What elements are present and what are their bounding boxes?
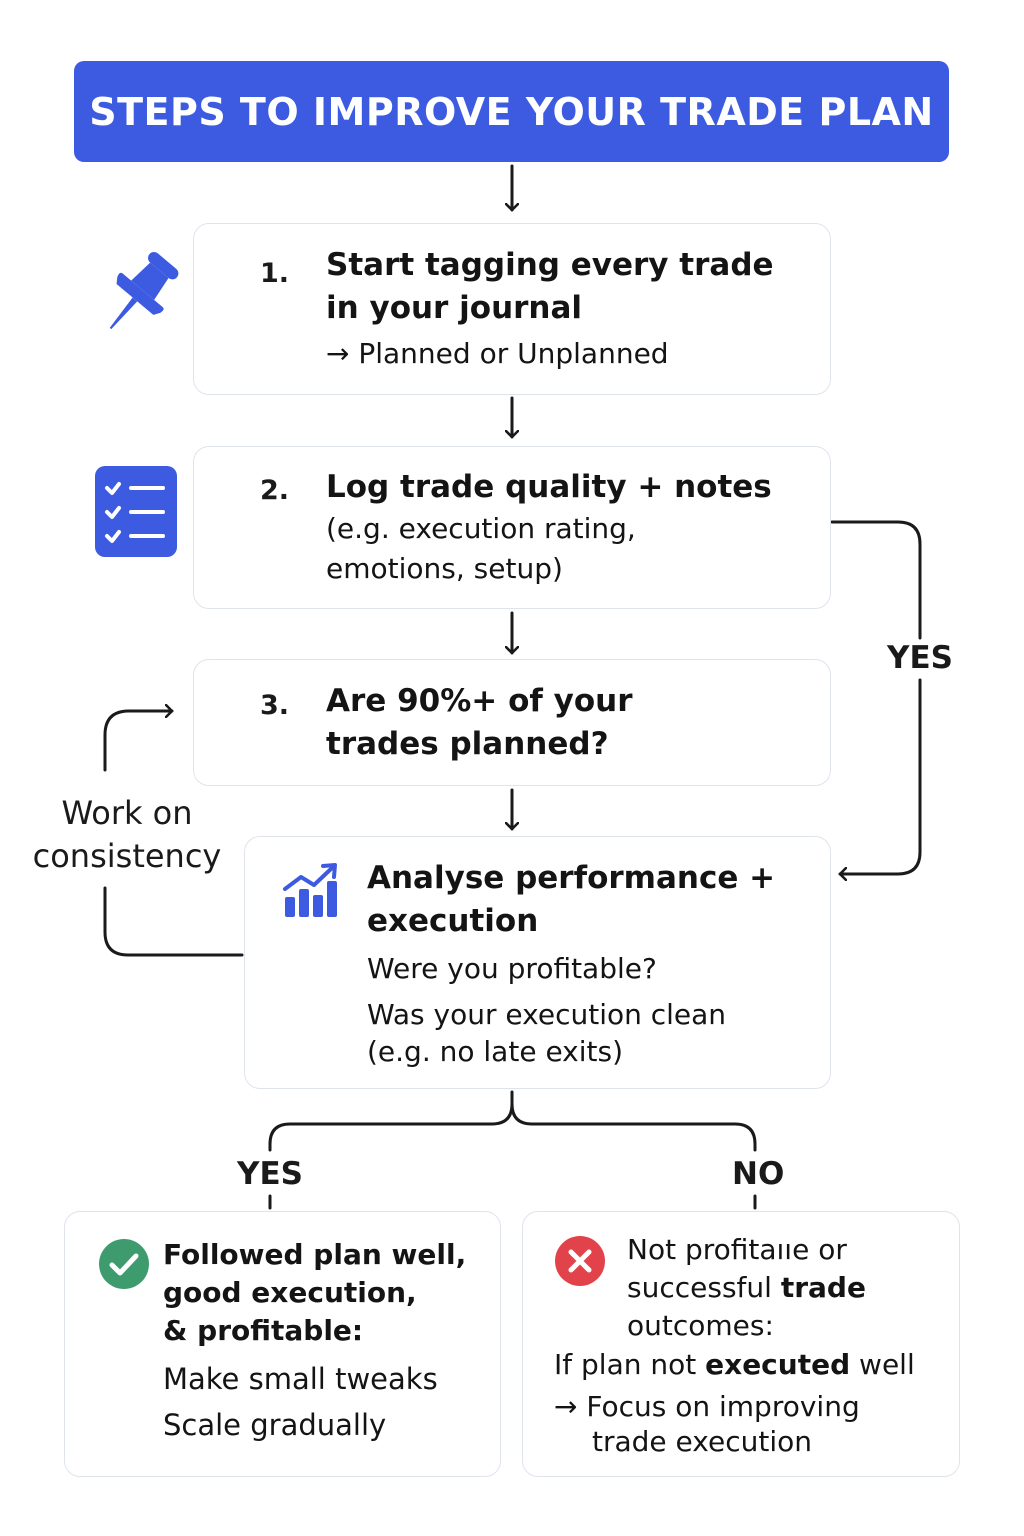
outcome-no-l1: If plan not executed well <box>554 1346 915 1384</box>
consistency-loop-label: Work on consistency <box>22 792 232 878</box>
outcome-yes-h2: good execution, <box>163 1276 417 1309</box>
step-3-line1: Are 90%+ of your <box>326 683 633 719</box>
outcome-yes-text: Followed plan well, good execution, & pr… <box>163 1236 466 1444</box>
step-2-card: 2. Log trade quality + notes (e.g. execu… <box>193 446 831 609</box>
branch-no-label: NO <box>732 1156 785 1192</box>
analyse-card: Analyse performance + execution Were you… <box>244 836 831 1089</box>
outcome-no-l1b: executed <box>705 1348 851 1381</box>
consistency-line2: consistency <box>32 837 222 875</box>
step-1-card: 1. Start tagging every trade in your jou… <box>193 223 831 395</box>
step-2-text: Log trade quality + notes (e.g. executio… <box>326 466 772 589</box>
yes-right-label: YES <box>887 640 953 676</box>
pushpin-icon <box>102 246 182 344</box>
analyse-line2: execution <box>367 903 539 939</box>
outcome-yes-card: Followed plan well, good execution, & pr… <box>64 1211 501 1477</box>
outcome-yes-h1: Followed plan well, <box>163 1238 467 1271</box>
outcome-no-h2b: trade <box>780 1271 866 1304</box>
outcome-no-h3: outcomes: <box>627 1309 774 1342</box>
analyse-text: Analyse performance + execution Were you… <box>367 857 775 1069</box>
outcome-no-header: Not profitaııe or successful trade outco… <box>627 1231 866 1345</box>
branch-bracket <box>268 1090 514 1152</box>
outcome-no-l3: trade execution <box>592 1425 812 1458</box>
consistency-line1: Work on <box>61 794 193 832</box>
step-1-line1: Start tagging every trade <box>326 247 774 283</box>
outcome-yes-l2: Scale gradually <box>163 1408 387 1442</box>
analyse-question1: Were you profitable? <box>367 952 657 985</box>
yes-loop-right-lower <box>838 678 922 874</box>
checklist-icon <box>95 466 177 557</box>
analyse-question2a: Was your execution clean <box>367 998 727 1031</box>
x-circle-icon <box>555 1236 605 1286</box>
growth-chart-icon <box>281 863 341 919</box>
yes-loop-right <box>830 520 922 640</box>
step-1-number: 1. <box>260 258 290 289</box>
outcome-no-body: If plan not executed well → Focus on imp… <box>554 1346 915 1458</box>
step-2-line1: Log trade quality + notes <box>326 469 772 505</box>
consistency-loop-lower <box>103 886 244 957</box>
consistency-loop-upper <box>103 711 174 772</box>
step-3-text: Are 90%+ of your trades planned? <box>326 680 633 766</box>
step-3-line2: trades planned? <box>326 726 609 762</box>
step-2-line3: emotions, setup) <box>326 552 563 585</box>
step-1-line3: → Planned or Unplanned <box>326 337 669 370</box>
step-3-number: 3. <box>260 690 290 721</box>
analyse-line1: Analyse performance + <box>367 860 776 896</box>
outcome-yes-h3: & profitable: <box>163 1314 364 1347</box>
step-1-line2: in your journal <box>326 290 583 326</box>
outcome-no-h1: Not profitaııe or <box>627 1233 847 1266</box>
branch-bracket-right <box>510 1102 757 1152</box>
outcome-no-card: Not profitaııe or successful trade outco… <box>522 1211 960 1477</box>
outcome-no-l1c: well <box>850 1348 915 1381</box>
step-2-line2: (e.g. execution rating, <box>326 512 636 545</box>
outcome-yes-l1: Make small tweaks <box>163 1362 438 1396</box>
analyse-question2b: (e.g. no late exits) <box>367 1035 624 1068</box>
outcome-no-l1a: If plan not <box>554 1348 706 1381</box>
outcome-no-h2: successful trade <box>627 1269 866 1307</box>
step-2-number: 2. <box>260 475 290 506</box>
step-3-card: 3. Are 90%+ of your trades planned? <box>193 659 831 786</box>
branch-yes-label: YES <box>237 1156 303 1192</box>
outcome-no-l2: → Focus on improving <box>554 1390 860 1423</box>
step-1-text: Start tagging every trade in your journa… <box>326 244 774 374</box>
page-title: STEPS TO IMPROVE YOUR TRADE PLAN <box>74 61 949 162</box>
check-circle-icon <box>99 1239 149 1289</box>
outcome-no-h2a: successful <box>627 1271 781 1304</box>
